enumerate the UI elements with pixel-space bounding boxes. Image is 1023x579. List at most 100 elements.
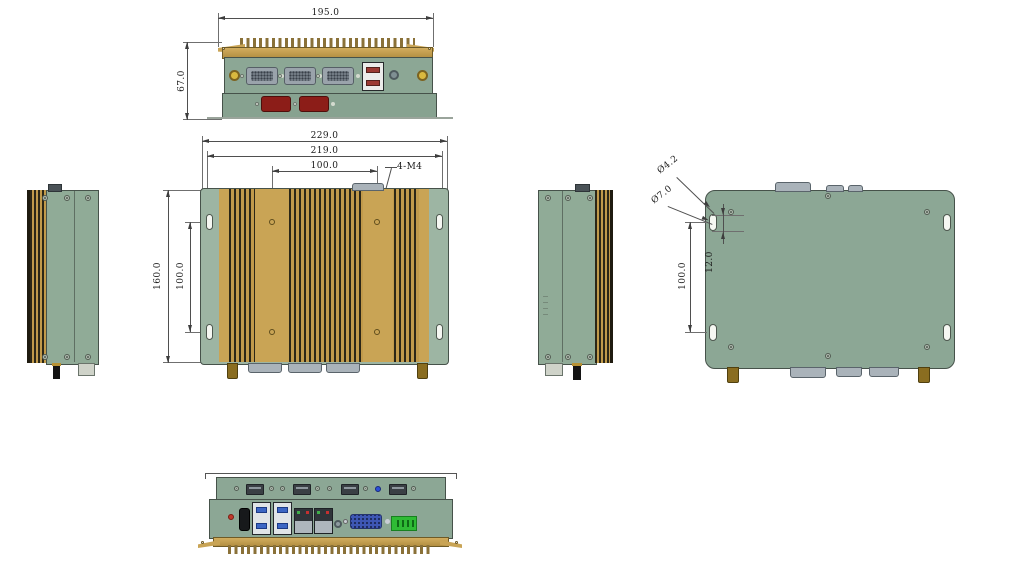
hdmi-port bbox=[239, 508, 250, 531]
screw bbox=[924, 209, 930, 215]
antenna-mount-left bbox=[229, 70, 240, 81]
panel-seam bbox=[74, 191, 75, 362]
leader-line bbox=[385, 167, 397, 168]
video-port-terrace-4 bbox=[389, 484, 407, 495]
connector-peek bbox=[848, 185, 863, 192]
red-db-connector-1 bbox=[255, 96, 291, 112]
side-panel bbox=[538, 190, 597, 365]
mount-slot bbox=[436, 324, 443, 340]
heatsink-flat bbox=[219, 189, 229, 362]
connector-nub-top bbox=[575, 184, 590, 192]
dim-top-hole-pitch-y: 100.0 bbox=[176, 262, 186, 290]
screw bbox=[85, 354, 91, 360]
vga-port-peek bbox=[790, 367, 826, 378]
antenna-connector bbox=[53, 366, 60, 379]
power-button bbox=[389, 70, 399, 80]
dim-slot-pitch: 100.0 bbox=[678, 262, 688, 290]
screw bbox=[924, 344, 930, 350]
antenna-post bbox=[727, 367, 739, 383]
screw bbox=[234, 486, 239, 491]
thread-callout: 4-M4 bbox=[397, 162, 423, 172]
screw bbox=[587, 354, 593, 360]
heatsink-fins-top bbox=[240, 38, 415, 48]
dim-hole-small-dia: Ø4.2 bbox=[655, 153, 681, 177]
wing-hole bbox=[428, 47, 431, 50]
usb-stack-front bbox=[362, 62, 384, 91]
antenna-connector bbox=[573, 366, 581, 380]
mount-wing-left bbox=[198, 540, 220, 548]
heatsink-flat bbox=[363, 189, 393, 362]
screw bbox=[363, 486, 368, 491]
extension-line bbox=[447, 136, 448, 190]
arrowhead bbox=[166, 356, 170, 363]
serial-port-peek bbox=[326, 363, 360, 373]
extension-line bbox=[433, 13, 434, 47]
mount-keyhole bbox=[943, 214, 951, 231]
dim-line-slot-pitch bbox=[690, 222, 691, 332]
m4-hole bbox=[269, 329, 275, 335]
arrowhead bbox=[426, 16, 433, 20]
screw bbox=[587, 195, 593, 201]
dim-top-overall-width: 229.0 bbox=[310, 131, 339, 141]
mount-slot bbox=[206, 324, 213, 340]
ethernet-port-2 bbox=[314, 508, 333, 534]
arrowhead bbox=[185, 42, 189, 49]
wing-hole bbox=[455, 541, 458, 544]
serial-port-peek bbox=[869, 367, 899, 377]
connector-nub-top bbox=[48, 184, 62, 192]
extension-line bbox=[163, 362, 203, 363]
arrowhead bbox=[688, 222, 692, 229]
m4-hole bbox=[374, 219, 380, 225]
heatsink-flat bbox=[255, 189, 289, 362]
heatsink-fins-bottom bbox=[228, 545, 432, 554]
extension-line bbox=[685, 222, 707, 223]
usb3-stack-1 bbox=[252, 502, 271, 535]
heatsink-fins bbox=[219, 189, 429, 362]
screw bbox=[565, 195, 571, 201]
extension-line bbox=[207, 151, 208, 190]
label-marks bbox=[543, 296, 548, 320]
arrowhead bbox=[202, 139, 209, 143]
screw bbox=[327, 486, 332, 491]
antenna-collar bbox=[52, 363, 61, 366]
usb3-stack-2 bbox=[273, 502, 292, 535]
dim-top-hole-pitch-x: 100.0 bbox=[310, 161, 339, 171]
dim-front-width: 195.0 bbox=[311, 8, 340, 18]
front-panel-lower bbox=[222, 93, 437, 119]
screw bbox=[42, 354, 48, 360]
flange-edge bbox=[205, 473, 457, 474]
dim-front-height: 67.0 bbox=[177, 70, 187, 92]
connector-peek bbox=[826, 185, 844, 192]
dim-slot-offset: 12.0 bbox=[705, 251, 715, 273]
screw bbox=[64, 195, 70, 201]
video-port-terrace-2 bbox=[293, 484, 311, 495]
serial-port-com1 bbox=[240, 67, 278, 85]
serial-port-peek bbox=[248, 363, 282, 373]
extension-line bbox=[685, 332, 707, 333]
dim-line-inner-width bbox=[207, 156, 442, 157]
arrowhead bbox=[185, 113, 189, 120]
screw bbox=[545, 354, 551, 360]
panel-seam bbox=[562, 191, 563, 362]
mount-keyhole bbox=[709, 324, 717, 341]
wing-hole bbox=[201, 541, 204, 544]
screw bbox=[728, 209, 734, 215]
antenna-post bbox=[417, 363, 428, 379]
arrowhead bbox=[688, 325, 692, 332]
arrowhead bbox=[721, 208, 725, 215]
fin-edge bbox=[27, 190, 30, 363]
audio-jack bbox=[375, 486, 381, 492]
screw bbox=[269, 486, 274, 491]
power-terminal-block bbox=[391, 516, 417, 531]
serial-port-com3 bbox=[316, 67, 354, 85]
screw bbox=[728, 344, 734, 350]
dim-top-inner-width: 219.0 bbox=[310, 146, 339, 156]
heatsink-flat bbox=[419, 189, 429, 362]
red-db-connector-2 bbox=[293, 96, 329, 112]
flange-tick bbox=[456, 473, 457, 479]
dim-top-overall-depth: 160.0 bbox=[153, 262, 163, 290]
extension-line bbox=[218, 13, 219, 47]
wing-hole bbox=[222, 47, 225, 50]
serial-port-peek bbox=[836, 367, 862, 377]
serial-port-com2 bbox=[278, 67, 316, 85]
